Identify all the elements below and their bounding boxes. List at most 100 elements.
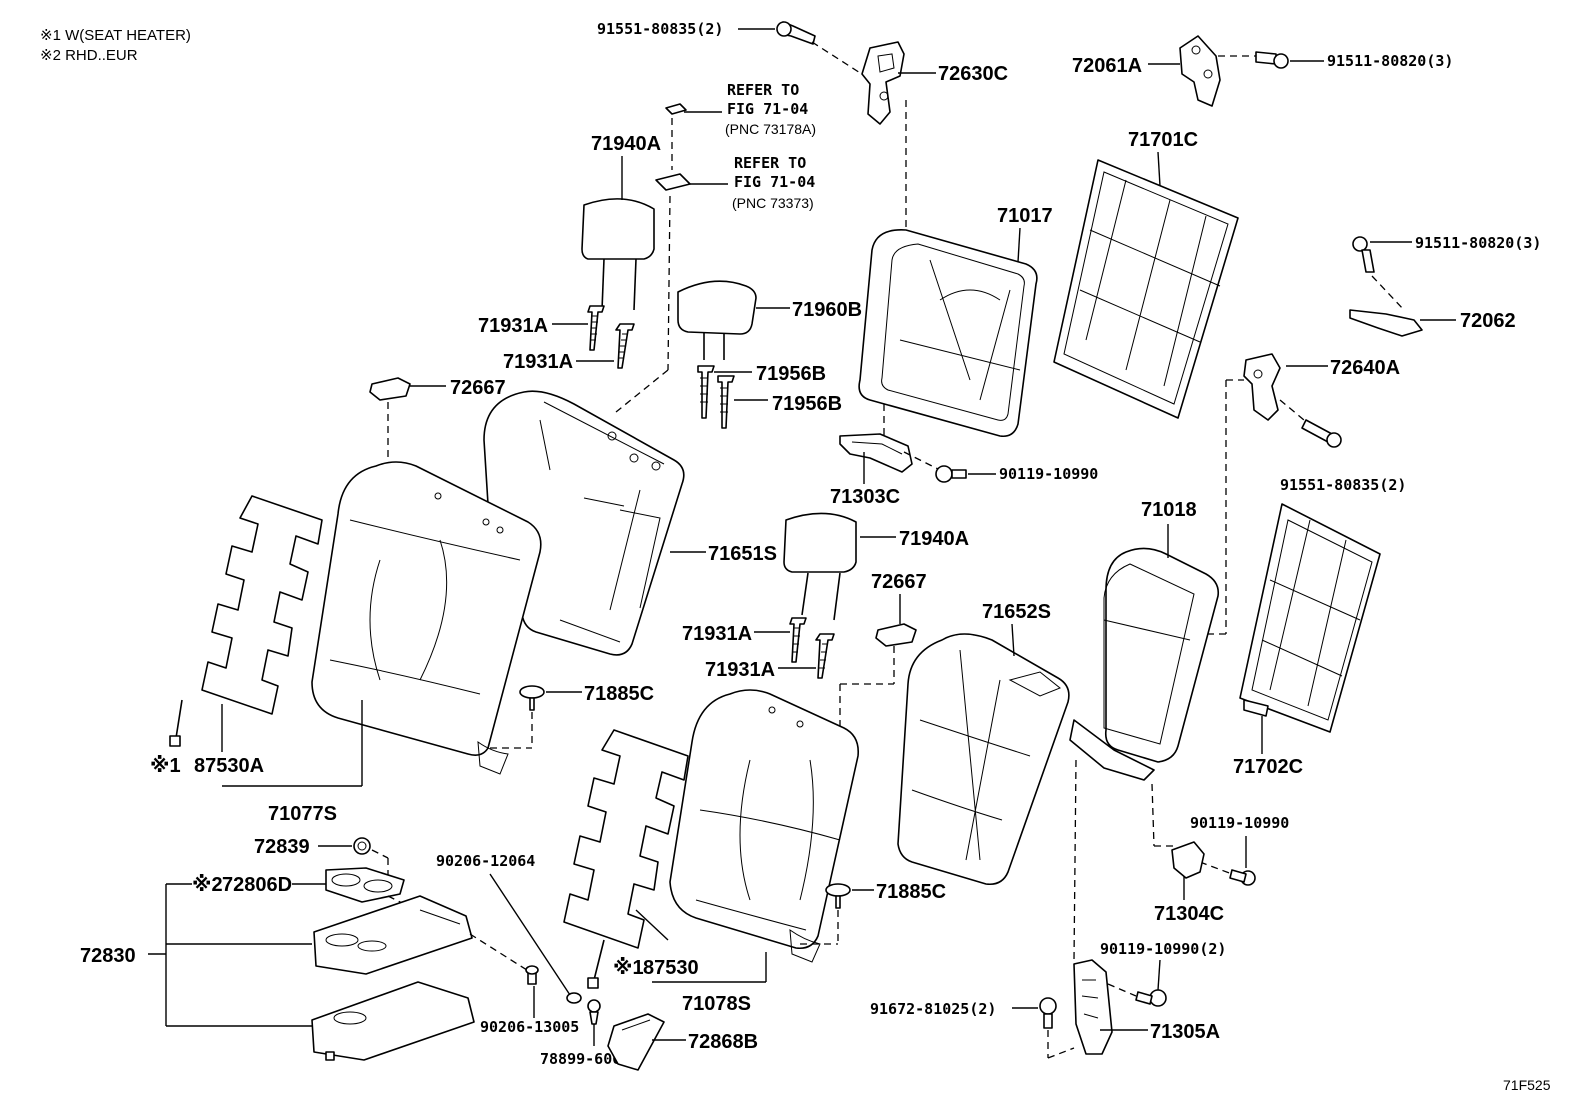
label-71305A: 71305A — [1150, 1021, 1220, 1043]
label-71931A-2: 71931A — [503, 351, 573, 373]
cover-71078S — [669, 689, 860, 963]
headrest-71940A-mid — [783, 512, 857, 621]
bolt-91672-81025 — [1039, 997, 1057, 1029]
label-91672-81025: 91672-81025(2) — [870, 1000, 996, 1018]
label-72640A: 72640A — [1330, 357, 1400, 379]
pad-71651S — [483, 390, 685, 656]
bracket-71305A — [1073, 959, 1113, 1055]
label-72667-top: 72667 — [450, 377, 506, 399]
heater-87530A — [169, 495, 323, 747]
cover-72667-mid — [875, 623, 917, 647]
bolt-90119-10990-right — [1229, 869, 1256, 886]
label-72868B: 72868B — [688, 1031, 758, 1053]
cupholder-72806D — [325, 867, 405, 903]
label-90119-10990-2: 90119-10990(2) — [1100, 940, 1226, 958]
label-71940A-top: 71940A — [591, 133, 661, 155]
label-72667-mid: 72667 — [871, 571, 927, 593]
label-87530-mark: ※1 — [613, 957, 644, 979]
hinge-72640A — [1243, 353, 1281, 421]
headrest-71940A-top — [581, 198, 655, 311]
clip-71885C-2 — [825, 883, 851, 909]
headrest-71960B — [677, 280, 757, 360]
refer-2-line1: REFER TO — [734, 154, 806, 172]
label-71702C: 71702C — [1233, 756, 1303, 778]
label-71701C: 71701C — [1128, 129, 1198, 151]
guide-71931A-3 — [789, 617, 807, 663]
refer-2-line2: FIG 71-04 — [734, 173, 815, 191]
label-71077S: 71077S — [268, 803, 337, 825]
label-72062: 72062 — [1460, 310, 1516, 332]
bracket-71303C — [839, 433, 913, 473]
guide-71931A-4 — [815, 633, 835, 679]
label-91551-80835-right: 91551-80835(2) — [1280, 476, 1406, 494]
label-87530: 87530 — [643, 957, 699, 979]
label-71940A-mid: 71940A — [899, 528, 969, 550]
frame-71017 — [858, 229, 1038, 438]
label-72061A: 72061A — [1072, 55, 1142, 77]
label-71956B-2: 71956B — [772, 393, 842, 415]
guide-71956B-2 — [717, 375, 735, 429]
bolt-91511-80820-mid — [1352, 236, 1375, 273]
pad-71652S — [897, 633, 1070, 886]
label-91511-80820-mid: 91511-80820(3) — [1415, 234, 1541, 252]
label-71956B-1: 71956B — [756, 363, 826, 385]
label-71078S: 71078S — [682, 993, 751, 1015]
clip-ref-1 — [665, 103, 687, 115]
board-71701C — [1053, 159, 1239, 419]
label-72806D: 72806D — [222, 874, 292, 896]
cover-72868B — [607, 1013, 665, 1071]
label-71017: 71017 — [997, 205, 1053, 227]
board-71702C — [1239, 503, 1381, 733]
label-71960B: 71960B — [792, 299, 862, 321]
refer-1-line3: (PNC 73178A) — [725, 121, 816, 137]
bracket-71304C — [1171, 841, 1205, 879]
label-71931A-3: 71931A — [682, 623, 752, 645]
clip-71885C-1 — [519, 685, 545, 711]
refer-1-line1: REFER TO — [727, 81, 799, 99]
clip-ref-2 — [655, 173, 691, 191]
label-71931A-1: 71931A — [478, 315, 548, 337]
refer-1-line2: FIG 71-04 — [727, 100, 808, 118]
bolt-91511-80820-top — [1255, 51, 1289, 69]
label-90206-13005: 90206-13005 — [480, 1018, 579, 1036]
label-71931A-4: 71931A — [705, 659, 775, 681]
frame-71018 — [1069, 547, 1220, 781]
label-87530A: 87530A — [194, 755, 264, 777]
label-72839: 72839 — [254, 836, 310, 858]
label-71304C: 71304C — [1154, 903, 1224, 925]
guide-71931A-1 — [587, 305, 605, 351]
label-90206-12064: 90206-12064 — [436, 852, 535, 870]
guide-71956B-1 — [697, 365, 715, 419]
label-91551-80835-top: 91551-80835(2) — [597, 20, 723, 38]
label-72830: 72830 — [80, 945, 136, 967]
bolt-91551-80835-top — [776, 21, 816, 45]
bolt-91551-80835-right — [1301, 419, 1342, 448]
label-71652S: 71652S — [982, 601, 1051, 623]
cap-72839 — [353, 837, 371, 855]
label-71018: 71018 — [1141, 499, 1197, 521]
figure-code: 71F525 — [1503, 1077, 1551, 1093]
note-seat-heater: ※1 W(SEAT HEATER) — [40, 27, 191, 44]
clip-78899-60070 — [587, 999, 601, 1025]
label-71303C: 71303C — [830, 486, 900, 508]
label-72806D-mark: ※2 — [192, 874, 223, 896]
note-rhd-eur: ※2 RHD..EUR — [40, 47, 138, 64]
hinge-72630C — [861, 41, 905, 125]
armrest-72830-lower — [311, 981, 475, 1061]
label-91511-80820-top: 91511-80820(3) — [1327, 52, 1453, 70]
bolt-90119-10990-top — [935, 465, 967, 483]
bolt-90119-10990-2 — [1135, 989, 1167, 1007]
washer-90206-12064 — [566, 992, 582, 1004]
label-72630C: 72630C — [938, 63, 1008, 85]
clip-90206-13005 — [525, 965, 539, 985]
label-71885C-2: 71885C — [876, 881, 946, 903]
hinge-72061A — [1179, 35, 1221, 107]
cover-72667-top — [369, 377, 411, 401]
armrest-72830-upper — [313, 895, 473, 975]
cover-71077S — [311, 461, 542, 775]
label-71651S: 71651S — [708, 543, 777, 565]
label-87530A-mark: ※1 — [150, 755, 181, 777]
refer-2-line3: (PNC 73373) — [732, 195, 814, 211]
guide-71931A-2 — [615, 323, 635, 369]
